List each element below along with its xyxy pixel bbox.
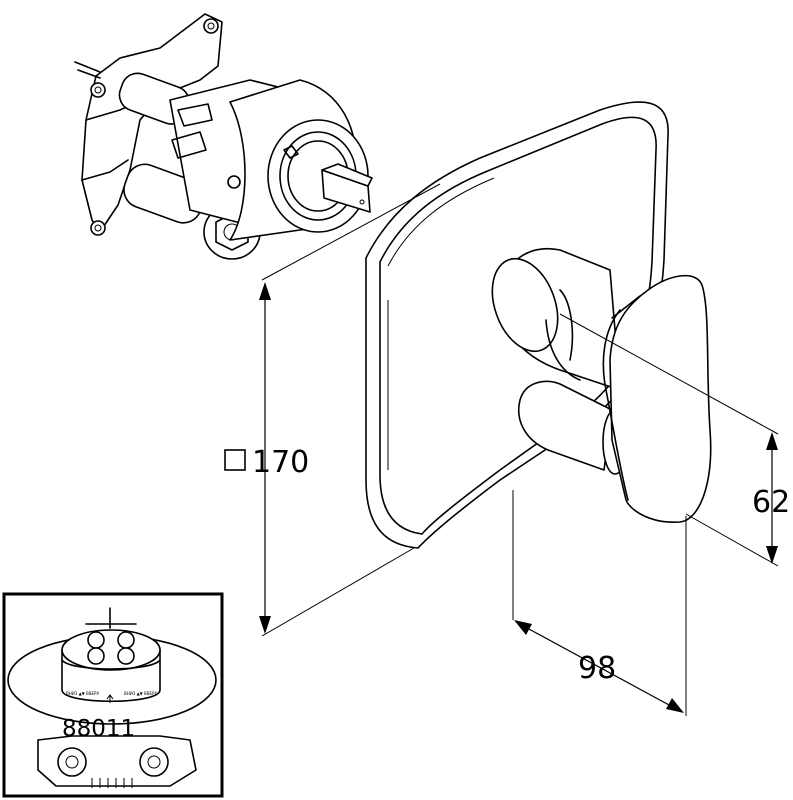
wall-plate-with-handle	[366, 102, 711, 548]
concealed-valve-body	[75, 14, 372, 259]
handle-depth-label: 62	[752, 485, 790, 520]
square-symbol-icon	[225, 450, 245, 470]
cartridge-marking-right: ВНИЗ ▲▼ ВВЕРХ	[124, 691, 157, 696]
dimension-98: 98	[513, 490, 686, 716]
inset-88011: ВНИЗ ▲▼ ВВЕРХ ВНИЗ ▲▼ ВВЕРХ 88011	[4, 594, 222, 796]
total-depth-label: 98	[578, 651, 616, 686]
cartridge-marking-left: ВНИЗ ▲▼ ВВЕРХ	[66, 691, 99, 696]
plate-size-label: 170	[252, 445, 309, 480]
